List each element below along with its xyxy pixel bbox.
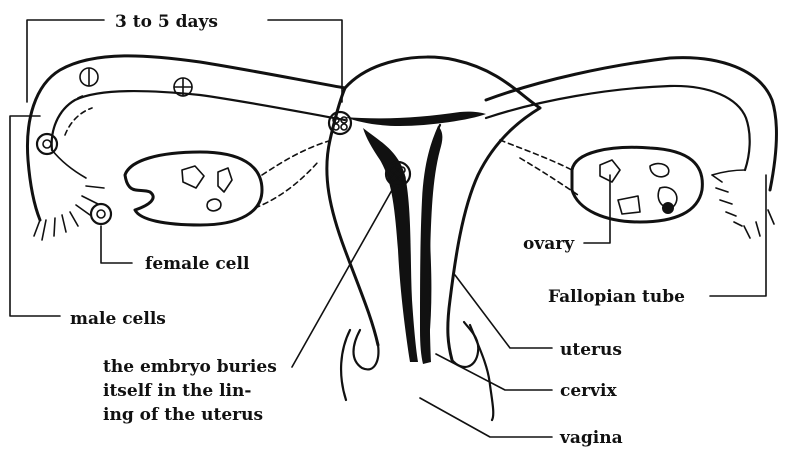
right-ovary-dark-follicle bbox=[662, 202, 674, 214]
male-cell-1 bbox=[37, 134, 57, 154]
label-vagina: vagina bbox=[559, 428, 623, 448]
duration-bracket-right bbox=[268, 20, 342, 102]
vagina-leader bbox=[420, 398, 552, 437]
left-ovary-follicles bbox=[182, 166, 232, 211]
uterine-lining-right bbox=[420, 126, 442, 364]
label-embryo-2: itself in the lin- bbox=[103, 381, 251, 401]
fallopian-tube-leader bbox=[710, 175, 766, 296]
left-ovary bbox=[125, 152, 262, 225]
label-embryo-1: the embryo buries bbox=[103, 357, 277, 377]
label-duration: 3 to 5 days bbox=[115, 12, 218, 32]
female-cell-leader bbox=[101, 226, 132, 263]
sperm-trail bbox=[55, 95, 92, 135]
left-fallopian-tube-inner bbox=[52, 91, 345, 150]
label-female-cell: female cell bbox=[145, 254, 250, 274]
uterus-outline bbox=[327, 57, 540, 360]
label-embryo-3: ing of the uterus bbox=[103, 405, 263, 425]
cell-stage-morula bbox=[329, 112, 351, 134]
duration-bracket-left bbox=[27, 20, 104, 102]
left-fallopian-tube-outer bbox=[27, 56, 345, 220]
label-cervix: cervix bbox=[560, 381, 617, 401]
tube-junction-band bbox=[345, 112, 486, 126]
left-ovarian-ligament bbox=[255, 140, 332, 208]
labels: 3 to 5 days female cell male cells the e… bbox=[70, 12, 685, 448]
right-ovarian-ligament bbox=[500, 140, 578, 195]
vagina-right bbox=[470, 325, 493, 420]
female-cell-egg bbox=[91, 204, 111, 224]
label-fallopian-tube: Fallopian tube bbox=[548, 287, 685, 307]
label-ovary: ovary bbox=[523, 234, 575, 254]
label-uterus: uterus bbox=[560, 340, 622, 360]
vagina-left bbox=[341, 330, 350, 400]
cervix-right bbox=[452, 322, 478, 367]
right-fimbriae bbox=[712, 170, 774, 238]
left-fimbriae bbox=[34, 150, 104, 240]
uterus-leader bbox=[455, 275, 552, 348]
uterine-lining-left bbox=[363, 128, 418, 362]
cervix-leader bbox=[436, 354, 552, 390]
label-male-cells: male cells bbox=[70, 309, 166, 329]
right-ovary bbox=[572, 147, 702, 222]
